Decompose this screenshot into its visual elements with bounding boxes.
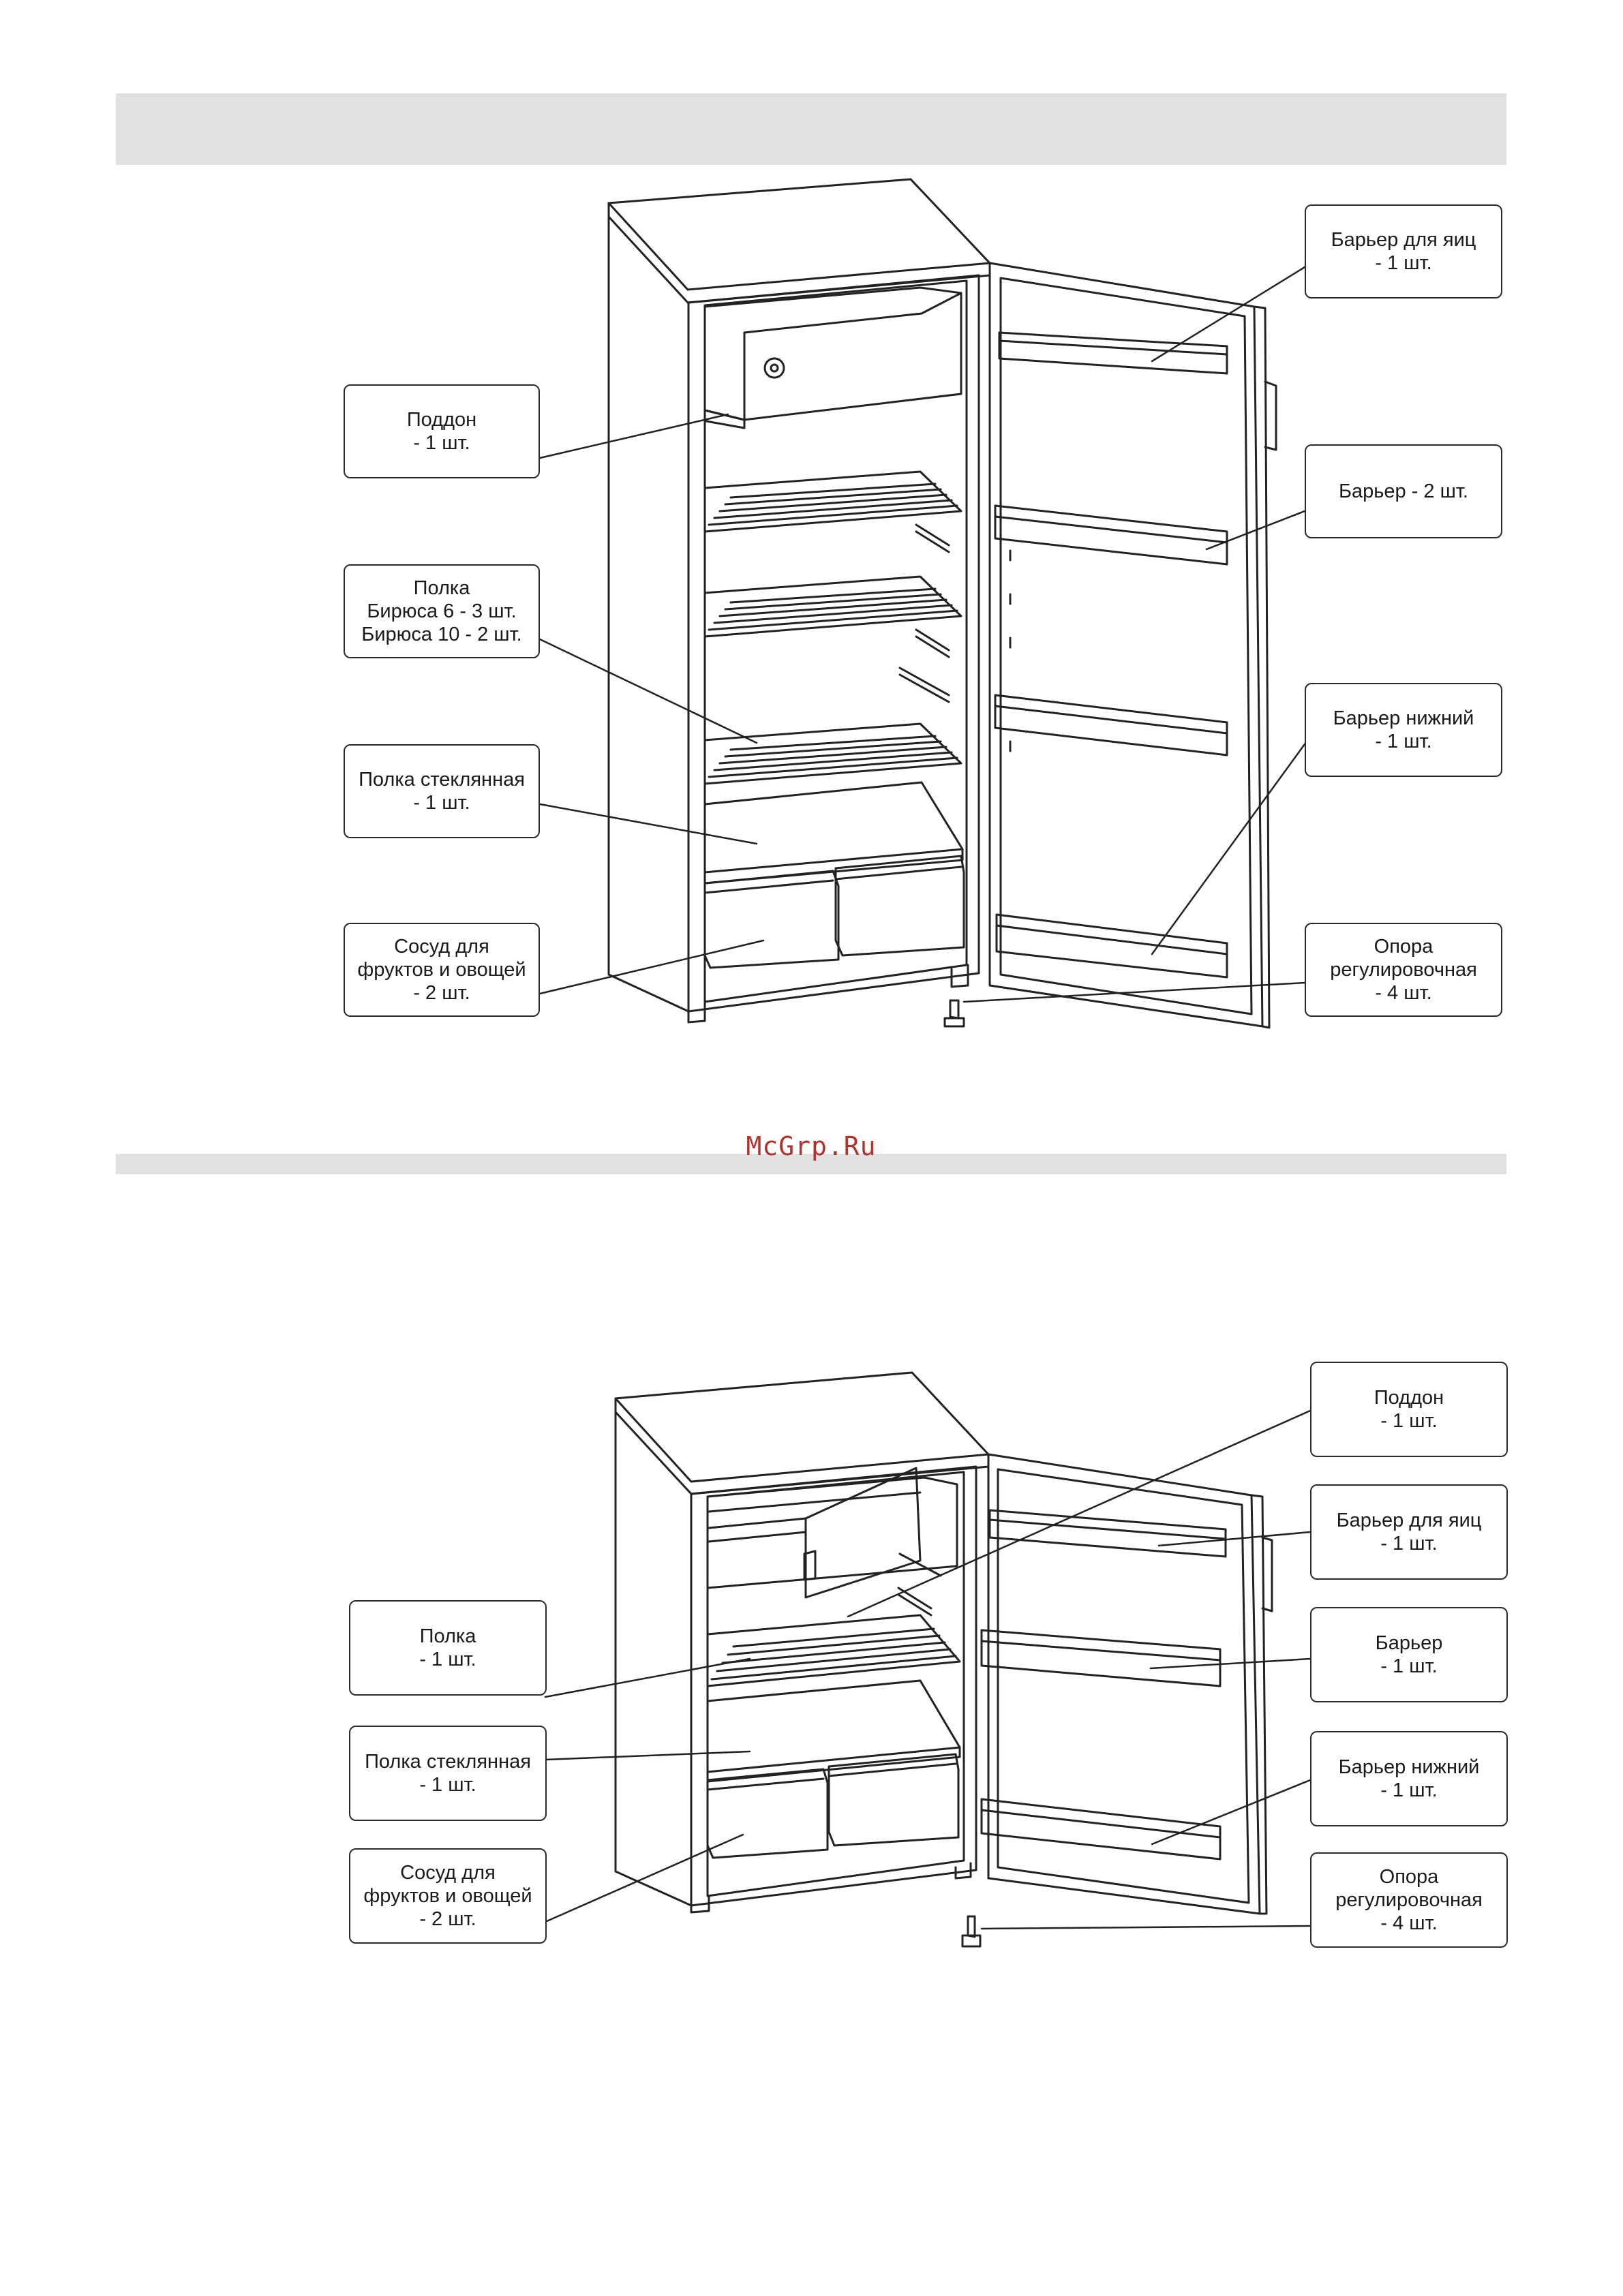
callout-lower-barrier-1: Барьер нижний - 1 шт. <box>1305 683 1502 777</box>
callout-label: Опора регулировочная - 4 шт. <box>1335 1866 1483 1934</box>
callout-label: Опора регулировочная - 4 шт. <box>1330 936 1477 1004</box>
callout-label: Барьер для яиц - 1 шт. <box>1331 229 1476 274</box>
leader-lines-2 <box>544 1409 1311 1930</box>
crispers-2 <box>706 1753 960 1859</box>
callout-egg-barrier-1: Барьер для яиц - 1 шт. <box>1305 204 1502 299</box>
callout-label: Полка стеклянная - 1 шт. <box>359 769 525 814</box>
callout-label: Барьер нижний - 1 шт. <box>1338 1756 1480 1801</box>
header-band <box>116 93 1506 165</box>
wire-shelves-1 <box>703 470 962 785</box>
callout-label: Полка стеклянная - 1 шт. <box>365 1751 531 1796</box>
refrigerator-1-drawing <box>607 178 1277 1029</box>
callout-adjustable-foot-2: Опора регулировочная - 4 шт. <box>1310 1852 1508 1948</box>
callout-crisper-2: Сосуд для фруктов и овощей - 2 шт. <box>349 1848 547 1944</box>
wire-shelf-2 <box>706 1552 961 1687</box>
callout-barrier-1: Барьер - 2 шт. <box>1305 444 1502 538</box>
callout-label: Барьер для яиц - 1 шт. <box>1336 1510 1482 1555</box>
adjustable-foot-2 <box>961 1915 982 1948</box>
callout-tray-2: Поддон - 1 шт. <box>1310 1362 1508 1457</box>
section-divider-band <box>116 1154 1506 1174</box>
callout-label: Поддон - 1 шт. <box>406 409 477 454</box>
callout-shelf-2: Полка - 1 шт. <box>349 1600 547 1696</box>
refrigerator-2-drawing <box>614 1371 1273 1948</box>
callout-tray-1: Поддон - 1 шт. <box>344 384 540 478</box>
callout-label: Поддон - 1 шт. <box>1374 1387 1444 1432</box>
callout-label: Сосуд для фруктов и овощей - 2 шт. <box>363 1862 532 1930</box>
leader-lines-1 <box>539 266 1306 1003</box>
callout-shelf-1: Полка Бирюса 6 - 3 шт. Бирюса 10 - 2 шт. <box>344 564 540 658</box>
callout-label: Барьер нижний - 1 шт. <box>1333 707 1474 752</box>
callout-label: Барьер - 1 шт. <box>1375 1632 1443 1677</box>
callout-label: Сосуд для фруктов и овощей - 2 шт. <box>357 936 526 1004</box>
callout-barrier-2: Барьер - 1 шт. <box>1310 1607 1508 1702</box>
callout-egg-barrier-2: Барьер для яиц - 1 шт. <box>1310 1484 1508 1580</box>
callout-adjustable-foot-1: Опора регулировочная - 4 шт. <box>1305 923 1502 1017</box>
door-2 <box>980 1453 1273 1915</box>
adjustable-foot-1 <box>943 999 965 1028</box>
callout-lower-barrier-2: Барьер нижний - 1 шт. <box>1310 1731 1508 1826</box>
callout-glass-shelf-1: Полка стеклянная - 1 шт. <box>344 744 540 838</box>
watermark: McGrp.Ru <box>746 1131 877 1161</box>
callout-label: Барьер - 2 шт. <box>1338 480 1468 502</box>
callout-label: Полка Бирюса 6 - 3 шт. Бирюса 10 - 2 шт. <box>361 577 522 645</box>
callout-label: Полка - 1 шт. <box>419 1625 476 1670</box>
callout-glass-shelf-2: Полка стеклянная - 1 шт. <box>349 1726 547 1821</box>
door-1 <box>988 262 1277 1029</box>
callout-crisper-1: Сосуд для фруктов и овощей - 2 шт. <box>344 923 540 1017</box>
crispers-1 <box>703 855 965 969</box>
